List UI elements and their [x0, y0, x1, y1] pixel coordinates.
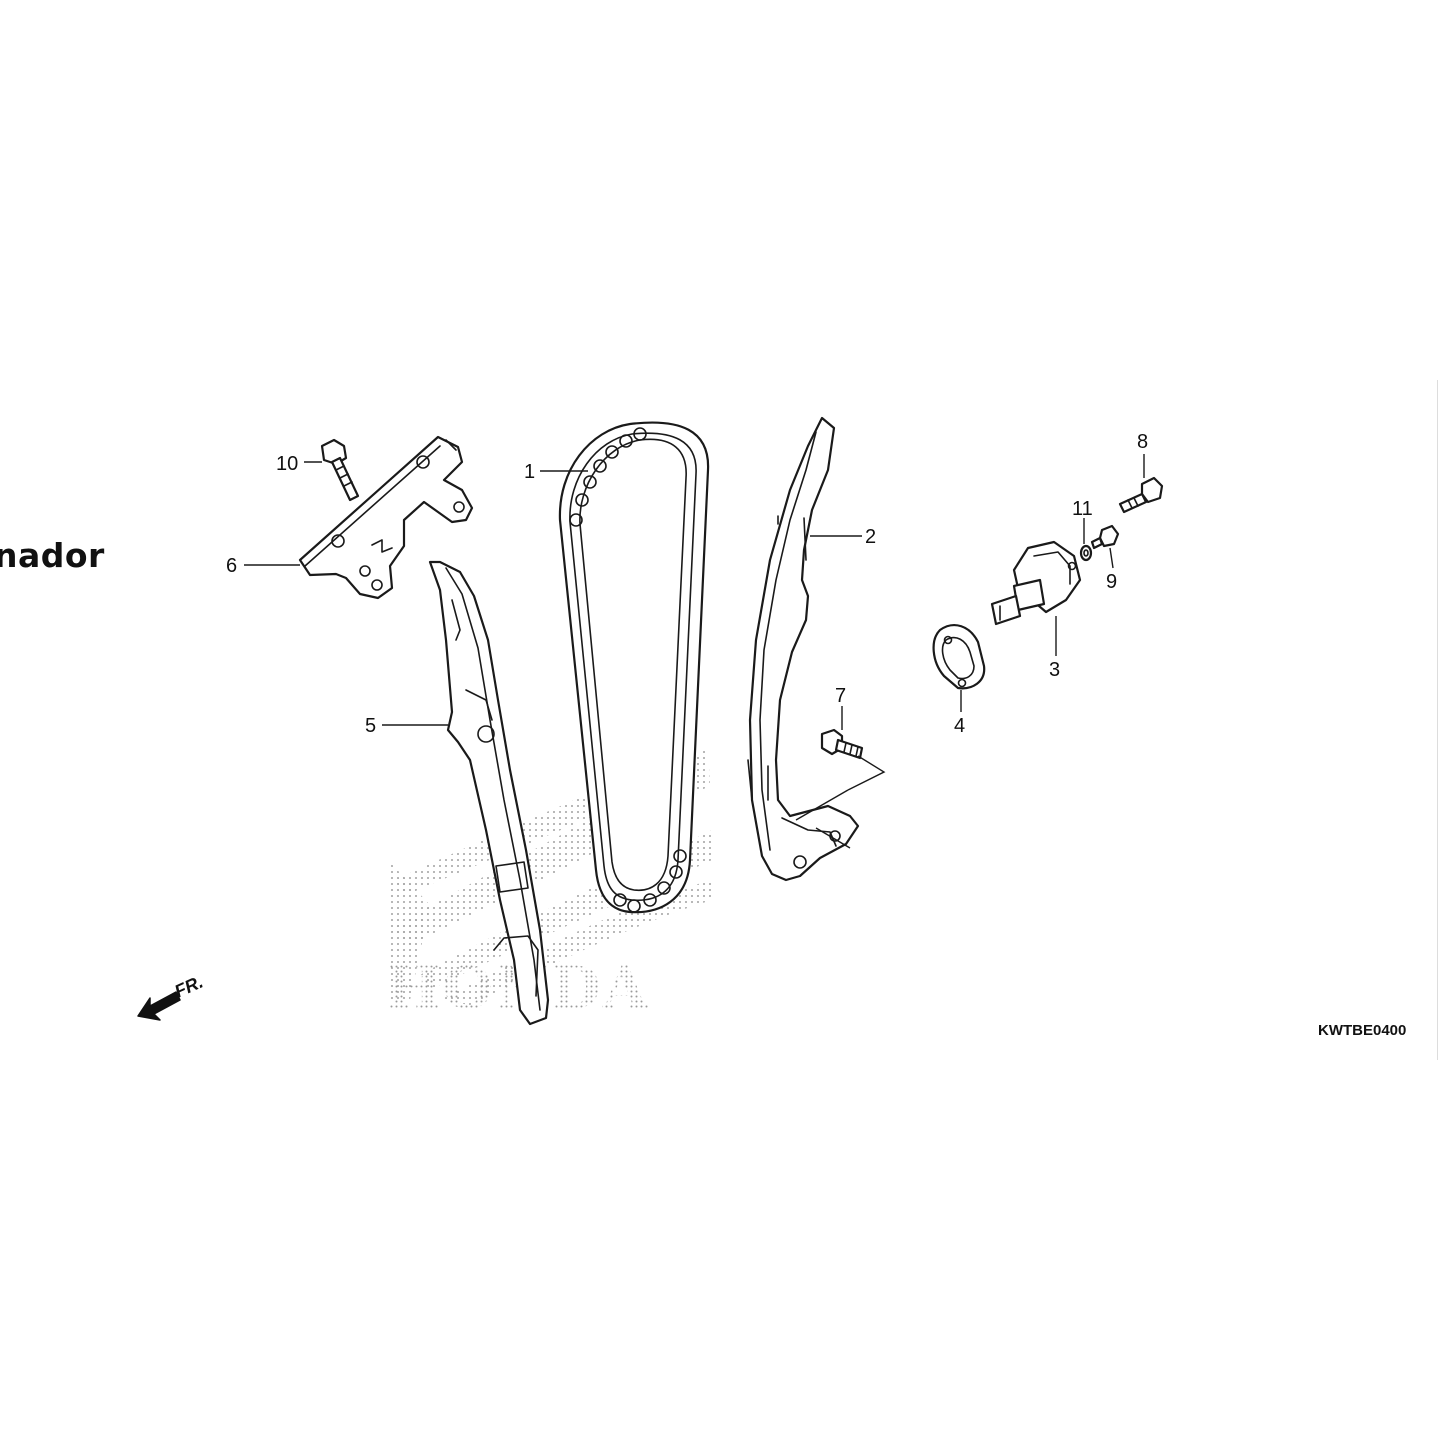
- callout-4: 4: [954, 715, 965, 737]
- bolt-8: [1118, 476, 1164, 514]
- screw-9: [1090, 524, 1120, 550]
- callout-2: 2: [865, 526, 876, 548]
- bolt-7: [795, 728, 886, 849]
- front-direction-indicator: FR.: [137, 972, 206, 1021]
- diagram-code: KWTBE0400: [1318, 1022, 1406, 1039]
- callout-3: 3: [1049, 659, 1060, 681]
- guide-bracket: [298, 435, 474, 600]
- tensioner-lifter: [990, 540, 1082, 626]
- front-arrow-icon: [137, 991, 181, 1021]
- washer-11: [1079, 544, 1093, 562]
- callout-8: 8: [1137, 431, 1148, 453]
- callout-11: 11: [1072, 498, 1093, 520]
- front-label: FR.: [171, 972, 206, 1002]
- tensioner-arm: [747, 416, 860, 882]
- callout-10: 10: [276, 453, 298, 475]
- page-edge-divider: [1437, 380, 1438, 1060]
- callout-1: 1: [524, 461, 535, 483]
- callout-leader-lines: [244, 454, 1145, 730]
- cam-chain: [558, 421, 710, 914]
- callout-7: 7: [835, 685, 846, 707]
- bolt-10: [320, 438, 360, 502]
- page-title-fragment: nador: [0, 536, 105, 575]
- cam-chain-guide: [428, 560, 550, 1026]
- callout-6: 6: [226, 555, 237, 577]
- callout-labels: 1 2 3 4 5 6 7 8 9 10 11: [226, 431, 1148, 737]
- callout-9: 9: [1106, 571, 1117, 593]
- callout-5: 5: [365, 715, 376, 737]
- lifter-gasket: [932, 624, 986, 690]
